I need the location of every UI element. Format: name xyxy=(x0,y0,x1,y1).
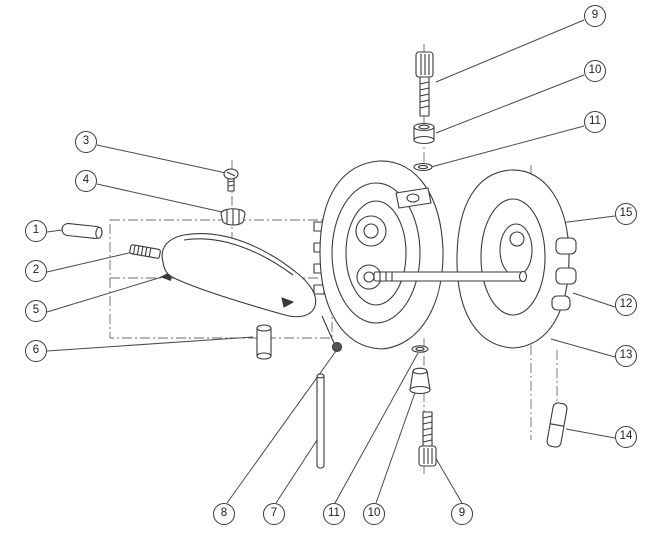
callout-11-top: 11 xyxy=(584,111,606,133)
callout-11-bottom: 11 xyxy=(323,503,345,525)
callout-15: 15 xyxy=(615,203,637,225)
long-rod xyxy=(316,373,325,469)
small-screw xyxy=(223,168,239,192)
right-cylinder xyxy=(546,402,568,448)
callout-4: 4 xyxy=(75,170,97,192)
bottom-bushing xyxy=(409,367,431,395)
pivot-ball xyxy=(321,315,343,353)
callout-10-bottom: 10 xyxy=(363,503,385,525)
knob-cap xyxy=(220,208,246,226)
callout-14: 14 xyxy=(615,426,637,448)
right-shell xyxy=(456,169,577,349)
callout-12: 12 xyxy=(615,294,637,316)
top-washer xyxy=(413,162,433,172)
callout-10-top: 10 xyxy=(584,60,606,82)
top-bushing xyxy=(413,122,435,145)
callout-6: 6 xyxy=(25,340,47,362)
bottom-washer xyxy=(411,345,429,353)
handle-lever xyxy=(161,233,317,318)
callout-9-top: 9 xyxy=(584,5,606,27)
callout-7: 7 xyxy=(263,503,285,525)
callout-3: 3 xyxy=(75,131,97,153)
left-shell xyxy=(313,160,444,350)
threaded-stud xyxy=(129,244,161,259)
callout-2: 2 xyxy=(25,260,47,282)
axle-rod xyxy=(373,270,528,283)
callout-5: 5 xyxy=(25,300,47,322)
bottom-bolt xyxy=(418,411,437,467)
top-bolt xyxy=(415,51,434,117)
callout-1: 1 xyxy=(25,220,47,242)
callout-8: 8 xyxy=(213,503,235,525)
leader-lines xyxy=(46,19,616,504)
cylindrical-pin xyxy=(61,222,103,240)
callout-13: 13 xyxy=(615,345,637,367)
callout-9-bottom: 9 xyxy=(451,503,473,525)
lever-pin xyxy=(256,324,272,360)
